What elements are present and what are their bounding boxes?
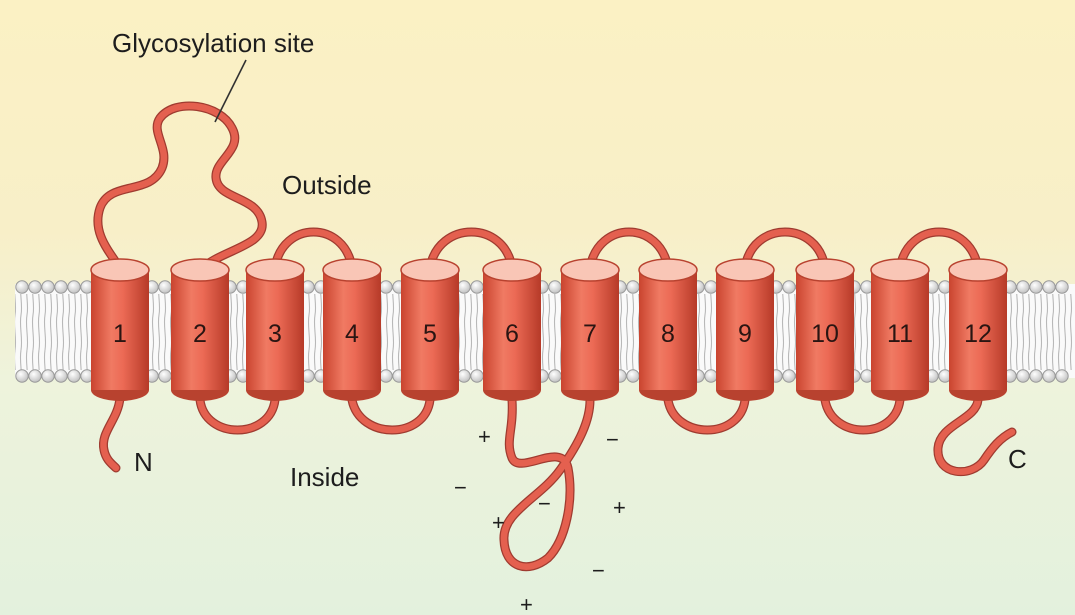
lipid-head	[16, 281, 28, 293]
lipid-head	[1043, 370, 1055, 382]
lipid-head	[42, 281, 54, 293]
helix-top	[716, 259, 774, 281]
helix-1: 1	[91, 259, 149, 401]
helix-number: 6	[505, 320, 519, 348]
charge-markers: + − − + − + − +	[454, 424, 626, 615]
lipid-head	[1017, 281, 1029, 293]
lipid-head	[705, 281, 717, 293]
lipid-head	[1017, 370, 1029, 382]
helix-number: 5	[423, 320, 437, 348]
helix-top	[246, 259, 304, 281]
lipid-head	[783, 281, 795, 293]
glycosylation-pointer	[215, 60, 246, 122]
glycosylation-site-label: Glycosylation site	[112, 28, 314, 58]
n-terminus-label: N	[134, 447, 153, 477]
helix-top	[796, 259, 854, 281]
helix-number: 2	[193, 320, 207, 348]
lipid-head	[627, 370, 639, 382]
helix-top	[949, 259, 1007, 281]
lipid-head	[549, 370, 561, 382]
helix-7: 7	[561, 259, 619, 401]
lipid-head	[705, 370, 717, 382]
charge-marker: −	[606, 427, 619, 452]
charge-marker: +	[492, 510, 505, 535]
lipid-head	[159, 370, 171, 382]
lipid-head	[783, 370, 795, 382]
lipid-head	[55, 370, 67, 382]
lipid-head	[1030, 281, 1042, 293]
lipid-head	[1030, 370, 1042, 382]
charge-marker: +	[520, 592, 533, 615]
helix-number: 8	[661, 320, 675, 348]
helix-4: 4	[323, 259, 381, 401]
helix-9: 9	[716, 259, 774, 401]
charge-marker: −	[454, 475, 467, 500]
lipid-head	[29, 370, 41, 382]
helix-5: 5	[401, 259, 459, 401]
c-terminus-label: C	[1008, 444, 1027, 474]
lipid-head	[380, 370, 392, 382]
lipid-head	[68, 281, 80, 293]
helix-number: 11	[887, 320, 913, 348]
lipid-head	[55, 281, 67, 293]
lipid-head	[458, 370, 470, 382]
lipid-head	[471, 370, 483, 382]
lipid-head	[1043, 281, 1055, 293]
helix-number: 3	[268, 320, 282, 348]
helix-8: 8	[639, 259, 697, 401]
helix-2: 2	[171, 259, 229, 401]
helix-number: 12	[964, 320, 992, 348]
charge-marker: +	[478, 424, 491, 449]
lipid-head	[549, 281, 561, 293]
helix-top	[639, 259, 697, 281]
helix-top	[91, 259, 149, 281]
helix-6: 6	[483, 259, 541, 401]
helix-number: 10	[811, 320, 839, 348]
helix-top	[323, 259, 381, 281]
lipid-head	[1056, 281, 1068, 293]
lipid-head	[29, 281, 41, 293]
charge-marker: +	[613, 495, 626, 520]
inside-label: Inside	[290, 462, 359, 492]
helix-number: 1	[113, 320, 127, 348]
outside-label: Outside	[282, 170, 372, 200]
helix-number: 7	[583, 320, 597, 348]
charge-marker: −	[592, 558, 605, 583]
helix-top	[483, 259, 541, 281]
helix-11: 11	[871, 259, 929, 401]
lipid-head	[471, 281, 483, 293]
helix-3: 3	[246, 259, 304, 401]
helix-top	[171, 259, 229, 281]
lipid-head	[458, 281, 470, 293]
helix-10: 10	[796, 259, 854, 401]
lipid-head	[627, 281, 639, 293]
helix-number: 9	[738, 320, 752, 348]
helix-top	[561, 259, 619, 281]
lipid-head	[68, 370, 80, 382]
lipid-head	[1056, 370, 1068, 382]
helix-number: 4	[345, 320, 359, 348]
charge-marker: −	[538, 491, 551, 516]
helix-top	[401, 259, 459, 281]
helix-top	[871, 259, 929, 281]
lipid-head	[380, 281, 392, 293]
helix-12: 12	[949, 259, 1007, 401]
lipid-head	[159, 281, 171, 293]
lipid-head	[16, 370, 28, 382]
lipid-head	[42, 370, 54, 382]
